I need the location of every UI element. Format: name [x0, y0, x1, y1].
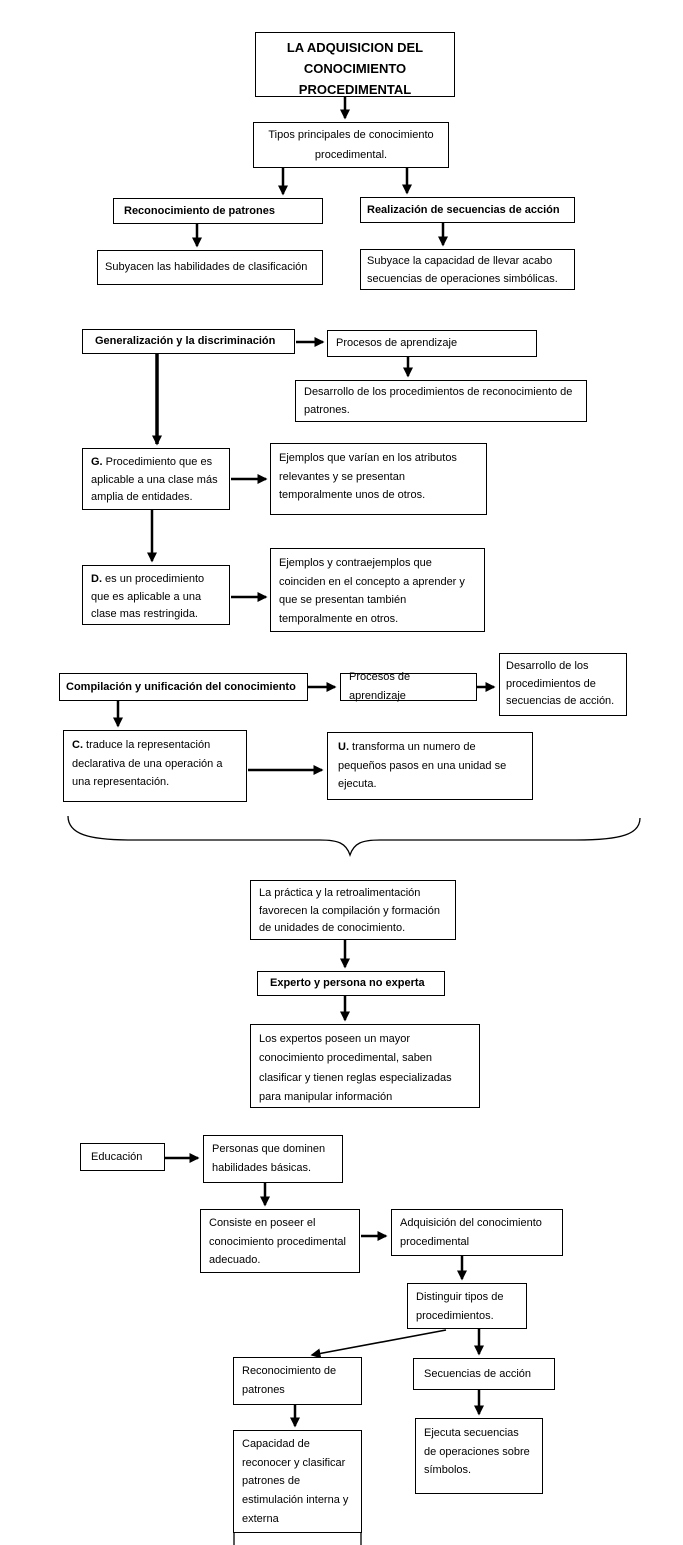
node-ejemplos-varian: Ejemplos que varían en los atributos rel… [270, 443, 487, 515]
node-text: Educación [91, 1150, 143, 1163]
node-text-prefix: D. [91, 573, 102, 585]
node-procesos-aprendizaje-1: Procesos de aprendizaje [327, 330, 537, 357]
node-capacidad-reconocer: Capacidad de reconocer y clasificar patr… [233, 1430, 362, 1533]
node-text: Subyace la capacidad de llevar acabo sec… [367, 255, 558, 285]
underbrace [67, 815, 641, 858]
node-distinguir-tipos: Distinguir tipos de procedimientos. [407, 1283, 527, 1329]
node-text: Realización de secuencias de acción [367, 203, 560, 216]
node-subyacen-habilidades: Subyacen las habilidades de clasificació… [97, 250, 323, 285]
node-text: Procedimiento que es aplicable a una cla… [91, 456, 218, 504]
node-g-procedimiento: G. Procedimiento que es aplicable a una … [82, 448, 230, 510]
node-realizacion-secuencias: Realización de secuencias de acción [360, 197, 575, 223]
node-personas-dominen: Personas que dominen habilidades básicas… [203, 1135, 343, 1183]
node-u-transforma: U. transforma un numero de pequeños paso… [327, 732, 533, 800]
node-text: Consiste en poseer el conocimiento proce… [209, 1217, 346, 1267]
node-text: Reconocimiento de patrones [124, 204, 275, 217]
node-text: Los expertos poseen un mayor conocimient… [259, 1033, 452, 1103]
node-practica-retroalimentacion: La práctica y la retroalimentación favor… [250, 880, 456, 940]
node-text: Capacidad de reconocer y clasificar patr… [242, 1438, 349, 1525]
node-tipos-principales: Tipos principales de conocimiento proced… [253, 122, 449, 168]
node-text: Ejemplos que varían en los atributos rel… [279, 452, 457, 502]
arrow-distinguir-to-reconocimiento2 [310, 1329, 447, 1359]
node-experto-no-experta: Experto y persona no experta [257, 971, 445, 996]
node-text: Secuencias de acción [424, 1367, 532, 1380]
node-text: Desarrollo de los procedimientos de reco… [304, 386, 573, 416]
node-secuencias-accion: Secuencias de acción [413, 1358, 555, 1390]
node-text: Procesos de aprendizaje [349, 671, 411, 702]
node-text: Tipos principales de conocimiento proced… [268, 129, 434, 161]
node-reconocimiento-patrones-2: Reconocimiento de patrones [233, 1357, 362, 1405]
node-text: traduce la representación declarativa de… [72, 739, 223, 789]
node-text: Experto y persona no experta [270, 977, 425, 990]
node-text: Ejecuta secuencias de operaciones sobre … [424, 1427, 530, 1477]
node-text: Generalización y la discriminación [95, 335, 276, 348]
node-text-prefix: U. [338, 741, 349, 753]
node-text: Compilación y unificación del conocimien… [66, 680, 296, 693]
node-desarrollo-reconocimiento: Desarrollo de los procedimientos de reco… [295, 380, 587, 422]
node-ejemplos-contraejemplos: Ejemplos y contraejemplos que coinciden … [270, 548, 485, 632]
node-educacion: Educación [80, 1143, 165, 1171]
node-text: es un procedimiento que es aplicable a u… [91, 573, 205, 621]
node-reconocimiento-patrones-1: Reconocimiento de patrones [113, 198, 323, 224]
node-d-procedimiento: D. es un procedimiento que es aplicable … [82, 565, 230, 625]
node-c-traduce: C. traduce la representación declarativa… [63, 730, 247, 802]
node-subyace-capacidad: Subyace la capacidad de llevar acabo sec… [360, 249, 575, 290]
node-consiste-poseer: Consiste en poseer el conocimiento proce… [200, 1209, 360, 1273]
node-text: Ejemplos y contraejemplos que coinciden … [279, 557, 465, 626]
node-text: Personas que dominen habilidades básicas… [212, 1143, 326, 1174]
node-text: Adquisición del conocimiento procediment… [400, 1217, 542, 1248]
node-text: Desarrollo de los procedimientos de secu… [506, 660, 615, 708]
node-text: Reconocimiento de patrones [242, 1365, 337, 1396]
node-generalizacion-discriminacion: Generalización y la discriminación [82, 329, 295, 354]
node-desarrollo-secuencias: Desarrollo de los procedimientos de secu… [499, 653, 627, 716]
node-text: Subyacen las habilidades de clasificació… [105, 261, 308, 274]
node-text: Distinguir tipos de procedimientos. [416, 1291, 504, 1322]
node-title: LA ADQUISICION DEL CONOCIMIENTO PROCEDIM… [255, 32, 455, 97]
node-text-prefix: G. [91, 456, 103, 468]
node-procesos-aprendizaje-2: Procesos de aprendizaje [340, 671, 477, 702]
node-compilacion-unificacion: Compilación y unificación del conocimien… [59, 673, 308, 701]
node-text: Procesos de aprendizaje [336, 337, 458, 350]
node-expertos-poseen: Los expertos poseen un mayor conocimient… [250, 1024, 480, 1108]
node-text: La práctica y la retroalimentación favor… [259, 887, 440, 935]
node-ejecuta-secuencias: Ejecuta secuencias de operaciones sobre … [415, 1418, 543, 1494]
node-text-prefix: C. [72, 739, 83, 751]
node-text: transforma un numero de pequeños pasos e… [338, 741, 507, 791]
node-adquisicion-conocimiento: Adquisición del conocimiento procediment… [391, 1209, 563, 1256]
title-text: LA ADQUISICION DEL CONOCIMIENTO PROCEDIM… [286, 40, 424, 97]
